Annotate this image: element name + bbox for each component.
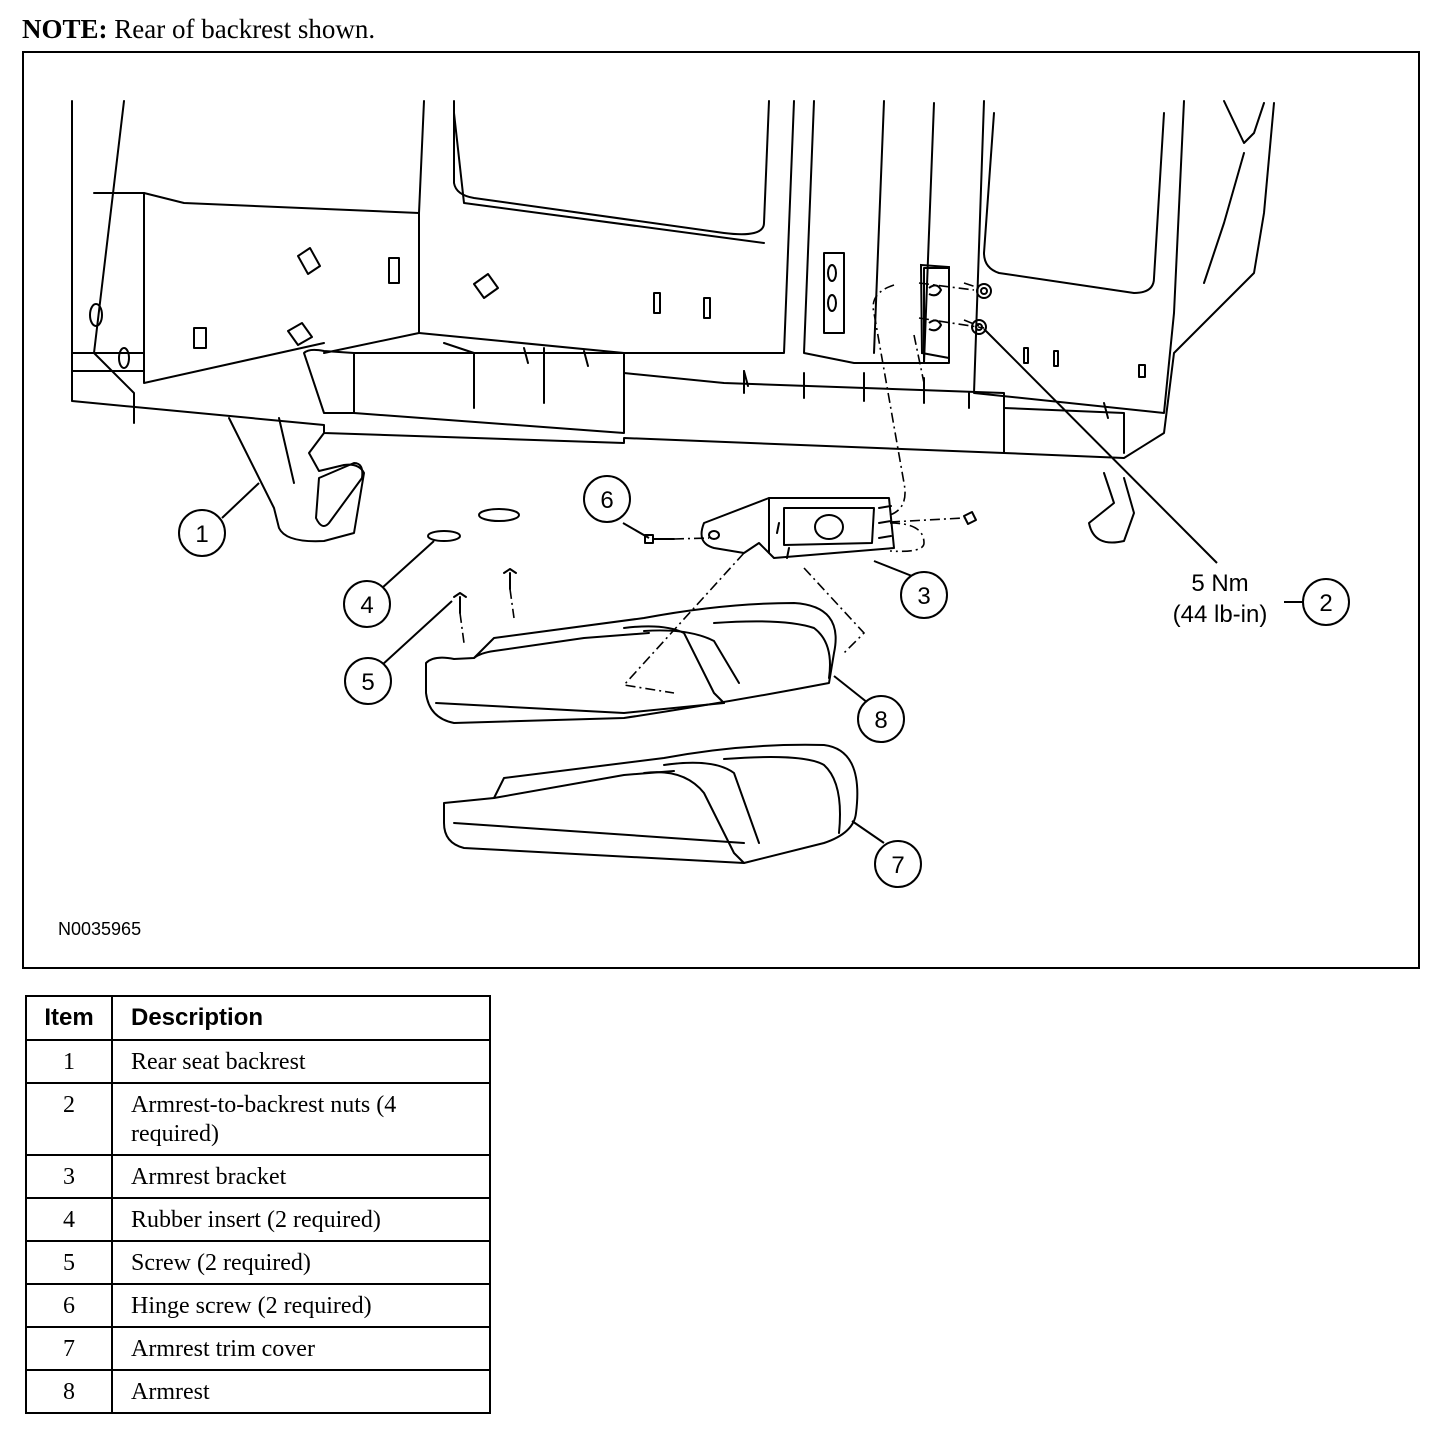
callout-4: 4 xyxy=(343,580,391,628)
torque-spec: 5 Nm (44 lb-in) xyxy=(1173,570,1268,628)
column-header-description: Description xyxy=(111,995,491,1041)
note: NOTE: Rear of backrest shown. xyxy=(22,14,375,45)
svg-text:4: 4 xyxy=(360,592,373,619)
table-row: 8 Armrest xyxy=(25,1369,491,1414)
callout-6: 6 xyxy=(583,475,631,523)
item-number: 3 xyxy=(25,1154,113,1199)
armrest-trim-cover xyxy=(443,743,859,864)
item-description: Rear seat backrest xyxy=(111,1039,491,1084)
exploded-view-diagram: 1 2 3 4 5 6 7 8 5 Nm (44 lb-in) N0035965 xyxy=(22,51,1420,969)
table-row: 5 Screw (2 required) xyxy=(25,1240,491,1285)
svg-text:8: 8 xyxy=(874,707,887,734)
svg-text:5: 5 xyxy=(361,669,374,696)
figure-id: N0035965 xyxy=(58,919,141,939)
note-text: Rear of backrest shown. xyxy=(114,14,376,44)
torque-line-2: (44 lb-in) xyxy=(1173,601,1268,628)
screw-1 xyxy=(453,592,467,614)
item-number: 7 xyxy=(25,1326,113,1371)
callout-5: 5 xyxy=(344,657,392,705)
item-number: 6 xyxy=(25,1283,113,1328)
callout-7: 7 xyxy=(874,840,922,888)
item-number: 8 xyxy=(25,1369,113,1414)
screw-2 xyxy=(503,568,517,590)
leader-lines xyxy=(221,328,1303,844)
armrest xyxy=(425,602,837,724)
table-header-row: Item Description xyxy=(25,995,491,1041)
svg-text:1: 1 xyxy=(195,521,208,548)
table-row: 7 Armrest trim cover xyxy=(25,1326,491,1371)
svg-text:7: 7 xyxy=(891,852,904,879)
item-number: 4 xyxy=(25,1197,113,1242)
backrest-leg xyxy=(228,417,365,543)
nut-1 xyxy=(976,283,992,299)
item-description: Hinge screw (2 required) xyxy=(111,1283,491,1328)
rubber-insert-1 xyxy=(427,530,461,542)
backrest-outline xyxy=(71,100,1275,459)
table-row: 1 Rear seat backrest xyxy=(25,1039,491,1084)
callout-2: 2 xyxy=(1302,578,1350,626)
callouts: 1 2 3 4 5 6 7 8 xyxy=(178,475,1350,888)
svg-text:3: 3 xyxy=(917,583,930,610)
item-description: Armrest bracket xyxy=(111,1154,491,1199)
note-label: NOTE: xyxy=(22,14,108,44)
item-description: Armrest xyxy=(111,1369,491,1414)
item-description: Screw (2 required) xyxy=(111,1240,491,1285)
diagram-drawing: 1 2 3 4 5 6 7 8 5 Nm (44 lb-in) N0035965 xyxy=(58,100,1350,939)
hinge-screw xyxy=(644,534,675,544)
column-header-item: Item xyxy=(25,995,113,1041)
item-number: 5 xyxy=(25,1240,113,1285)
torque-line-1: 5 Nm xyxy=(1191,570,1248,597)
armrest-bracket xyxy=(700,497,895,559)
rubber-insert-2 xyxy=(478,508,520,522)
table-row: 4 Rubber insert (2 required) xyxy=(25,1197,491,1242)
table-row: 6 Hinge screw (2 required) xyxy=(25,1283,491,1328)
item-description: Armrest-to-backrest nuts (4 required) xyxy=(111,1082,491,1156)
callout-3: 3 xyxy=(900,571,948,619)
item-number: 2 xyxy=(25,1082,113,1156)
item-number: 1 xyxy=(25,1039,113,1084)
backrest-hinge-plate xyxy=(919,263,992,360)
svg-text:2: 2 xyxy=(1319,590,1332,617)
backrest-lower-rail xyxy=(303,348,355,414)
nut-2 xyxy=(971,319,987,335)
table-row: 2 Armrest-to-backrest nuts (4 required) xyxy=(25,1082,491,1156)
item-description: Armrest trim cover xyxy=(111,1326,491,1371)
table-row: 3 Armrest bracket xyxy=(25,1154,491,1199)
item-description: Rubber insert (2 required) xyxy=(111,1197,491,1242)
parts-table: Item Description 1 Rear seat backrest 2 … xyxy=(25,995,491,1414)
svg-text:6: 6 xyxy=(600,487,613,514)
callout-8: 8 xyxy=(857,695,905,743)
installation-paths xyxy=(459,282,985,694)
callout-1: 1 xyxy=(178,509,226,557)
